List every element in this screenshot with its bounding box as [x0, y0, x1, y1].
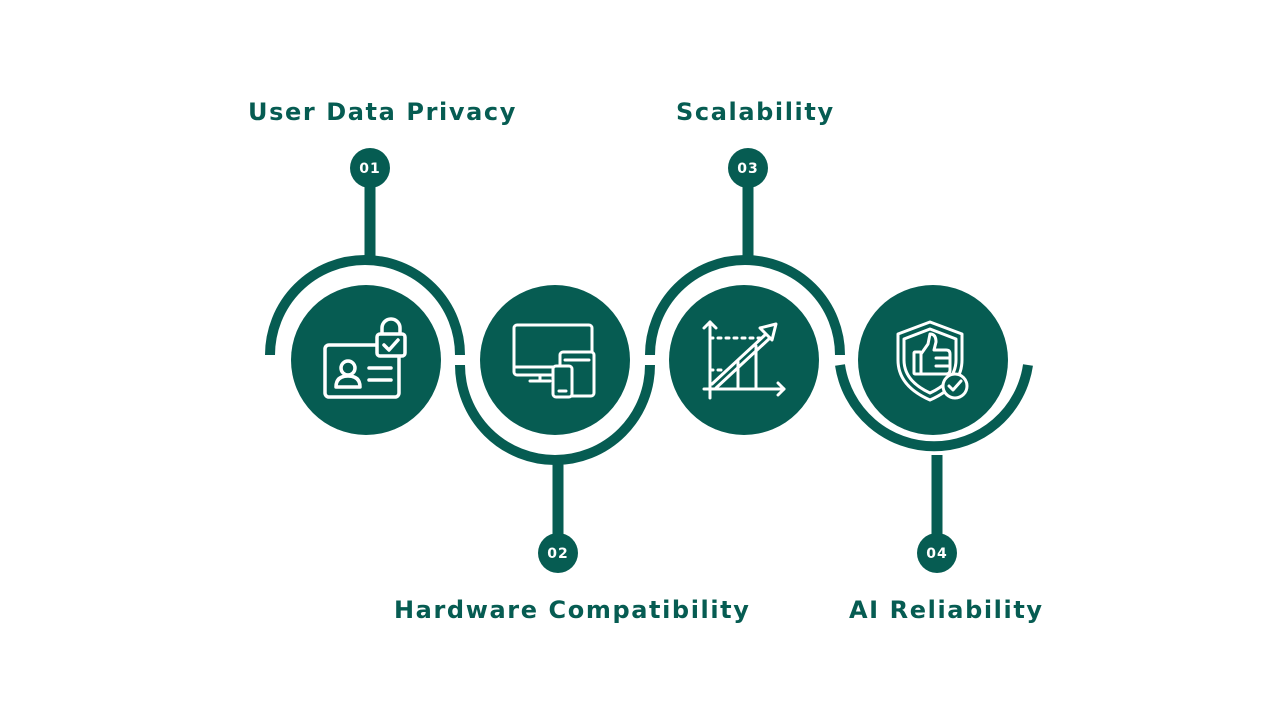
step-title-03: Scalability	[676, 98, 835, 126]
step-circle-03	[669, 285, 819, 435]
connector-stems	[364, 183, 943, 540]
step-number-03: 03	[737, 161, 758, 177]
step-number-01: 01	[359, 161, 380, 177]
step-badge-01: 01	[350, 148, 390, 188]
step-badge-03: 03	[728, 148, 768, 188]
shield-thumbs-up-icon	[896, 320, 969, 402]
step-title-02: Hardware Compatibility	[394, 596, 751, 624]
growth-chart-icon	[702, 320, 786, 400]
id-card-lock-icon	[323, 317, 407, 399]
step-badge-02: 02	[538, 533, 578, 573]
step-circle-04	[858, 285, 1008, 435]
step-circle-01	[291, 285, 441, 435]
step-circle-02	[480, 285, 630, 435]
devices-icon	[512, 323, 596, 399]
step-badge-04: 04	[917, 533, 957, 573]
step-number-02: 02	[547, 546, 568, 562]
step-title-01: User Data Privacy	[248, 98, 517, 126]
step-title-04: AI Reliability	[849, 596, 1044, 624]
step-number-04: 04	[926, 546, 947, 562]
